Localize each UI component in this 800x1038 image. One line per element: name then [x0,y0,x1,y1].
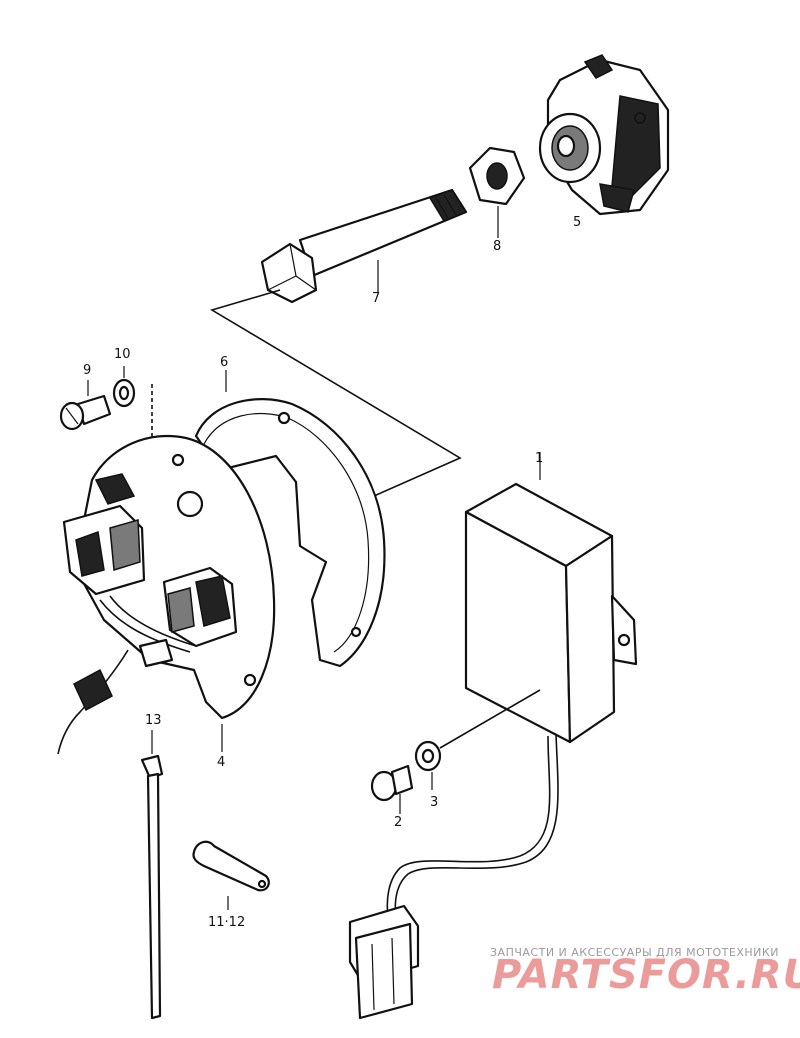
callout-8: 8 [493,239,501,254]
callout-11-12: 11·12 [208,915,245,930]
callout-13: 13 [145,713,162,728]
part-1-igniter-module [348,452,638,1020]
callout-1: 1 [535,451,543,466]
part-5-sensor-assembly [538,54,670,216]
part-6-gasket [194,370,386,668]
part-13-cable-tie [140,730,164,1020]
callout-10: 10 [114,347,131,362]
part-4-stator-plate [57,434,276,755]
callout-5: 5 [573,215,581,230]
callout-4: 4 [217,755,225,770]
watermark-brand: PARTSFOR.RU [492,952,800,998]
part-3-washer [414,689,541,790]
watermark: ЗАПЧАСТИ И АКСЕССУАРЫ ДЛЯ МОТОТЕХНИКИ PA… [490,946,800,998]
part-7-bolt [260,188,468,304]
callout-6: 6 [220,355,228,370]
part-9-screw [59,380,112,431]
part-11-12-clamp [192,840,270,910]
part-10-washer [112,366,136,408]
callout-labels: 1 2 3 4 5 6 7 8 9 10 11·12 13 [83,215,581,930]
part-8-nut [468,146,526,238]
callout-7: 7 [372,291,380,306]
callout-9: 9 [83,363,91,378]
part-2-screw [370,764,414,814]
callout-2: 2 [394,815,402,830]
callout-3: 3 [430,795,438,810]
watermark-tagline: ЗАПЧАСТИ И АКСЕССУАРЫ ДЛЯ МОТОТЕХНИКИ [490,946,779,959]
